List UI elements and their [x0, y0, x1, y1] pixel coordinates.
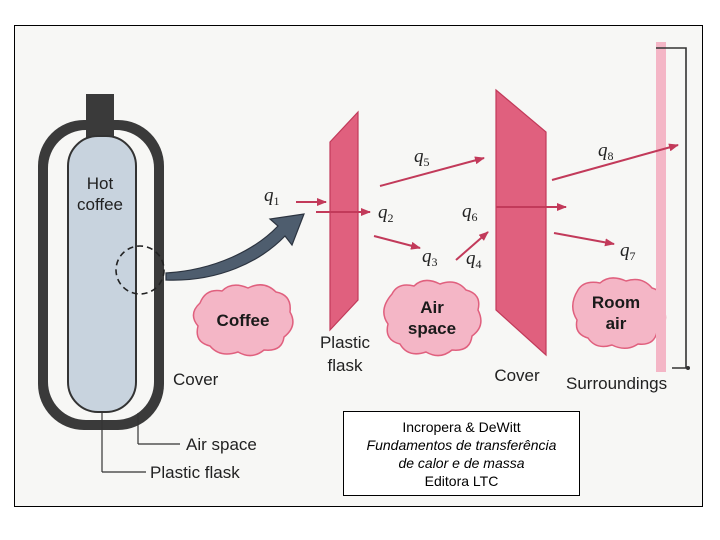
coffee-blob-label: Coffee — [217, 311, 270, 330]
q6-label: q6 — [462, 201, 478, 224]
plastic-flask-label-1: Plastic — [320, 333, 371, 352]
plastic-flask-label-2: flask — [328, 356, 363, 375]
air-space-blob — [383, 279, 482, 357]
q4-label: q4 — [466, 248, 482, 271]
arrow-q8 — [551, 143, 679, 181]
cover-left-label: Cover — [173, 370, 219, 389]
thermos-bottle — [38, 94, 165, 430]
q8-label: q8 — [598, 140, 614, 163]
q2-label: q2 — [378, 202, 394, 225]
air-space-left-label: Air space — [186, 435, 257, 454]
room-air-blob-label-2: air — [606, 314, 627, 333]
citation-title-2: de calor e de massa — [398, 454, 525, 471]
air-space-blob-label-2: space — [408, 319, 456, 338]
surroundings-leader-dot — [686, 366, 690, 370]
cover-right-label: Cover — [494, 366, 540, 385]
surroundings-bracket — [656, 47, 687, 369]
plastic-flask-left-label: Plastic flask — [150, 463, 240, 482]
surroundings-label: Surroundings — [566, 374, 667, 393]
q7-label: q7 — [620, 240, 636, 263]
citation-box: Incropera & DeWitt Fundamentos de transf… — [343, 411, 580, 496]
q5-label: q5 — [414, 146, 430, 169]
citation-publisher: Editora LTC — [424, 472, 499, 489]
arrow-q7 — [553, 232, 615, 247]
zoom-region-circle — [115, 245, 165, 295]
plastic-flask-wall — [329, 110, 359, 332]
cover-wall — [495, 88, 547, 357]
air-space-blob-label-1: Air — [420, 298, 444, 317]
room-air-blob-label-1: Room — [592, 293, 640, 312]
thermos-plastic-flask — [67, 135, 137, 413]
arrow-q5 — [379, 156, 485, 187]
thermos-cap — [86, 94, 114, 140]
zoom-arrow — [165, 213, 305, 281]
arrow-q3 — [373, 235, 421, 250]
q1-label: q1 — [264, 185, 280, 208]
hot-coffee-label-2: coffee — [77, 195, 123, 214]
surroundings-wall — [656, 42, 666, 372]
coffee-blob — [192, 284, 294, 357]
citation-authors: Incropera & DeWitt — [402, 418, 521, 435]
arrow-q4 — [455, 231, 489, 261]
citation-title-1: Fundamentos de transferência — [366, 436, 557, 453]
q3-label: q3 — [422, 246, 438, 269]
hot-coffee-label-1: Hot — [87, 174, 114, 193]
